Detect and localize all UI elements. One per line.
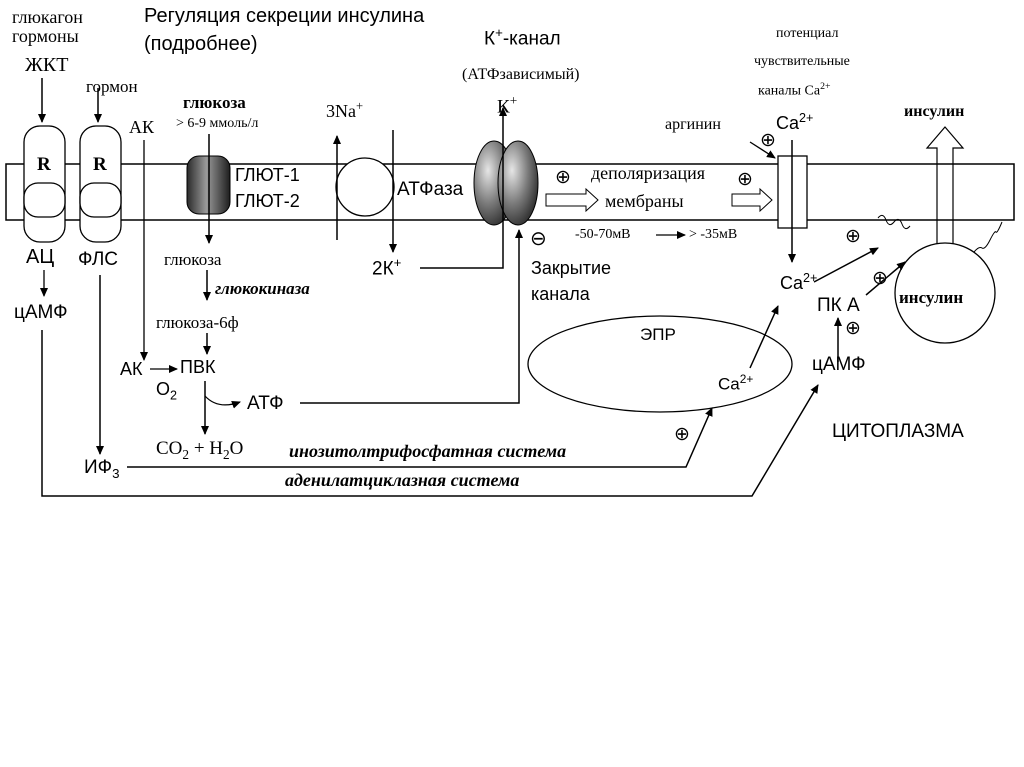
label-glucose-concentration: > 6-9 ммоль/л bbox=[176, 116, 259, 131]
arrow-k-efflux bbox=[420, 107, 507, 269]
plus-sign-arginine: ⊕ bbox=[760, 130, 776, 151]
label-glucagon: глюкагон bbox=[12, 7, 83, 27]
label-depolarization-line1: деполяризация bbox=[591, 163, 706, 183]
label-er: ЭПР bbox=[640, 325, 676, 344]
receptor-r1-inner bbox=[23, 182, 66, 218]
plus-sign-ca-vesicle: ⊕ bbox=[845, 226, 861, 247]
label-closing-line1: Закрытие bbox=[531, 258, 612, 278]
label-insulin-secreted: инсулин bbox=[904, 103, 965, 120]
label-pvk: ПВК bbox=[180, 357, 216, 377]
label-k-channel: К+-канал bbox=[484, 25, 561, 50]
arrow-pka-to-vesicle bbox=[865, 261, 906, 296]
label-glut1: ГЛЮТ-1 bbox=[235, 165, 300, 185]
fusion-wave-right bbox=[973, 221, 1003, 253]
receptor-r1-label: R bbox=[37, 154, 51, 175]
label-inositol-system: инозитолтрифосфатная система bbox=[289, 441, 567, 461]
label-atp-dependent: (АТФзависимый) bbox=[462, 66, 580, 83]
label-g6p: глюкоза-6ф bbox=[156, 313, 239, 332]
arrow-atp-to-kchannel bbox=[300, 229, 523, 404]
label-adenylate-system: аденилатциклазная система bbox=[285, 470, 520, 490]
plus-sign-pka-vesicle: ⊕ bbox=[872, 268, 888, 289]
label-ak-pvk: АК bbox=[120, 359, 143, 379]
atpase-pump bbox=[335, 157, 395, 217]
label-ca-channel-line1: потенциал bbox=[776, 26, 839, 41]
label-glucose-in: глюкоза bbox=[164, 250, 222, 269]
arrow-ip3-system bbox=[127, 407, 713, 468]
label-k-top: К+ bbox=[497, 93, 518, 118]
label-cytoplasm: ЦИТОПЛАЗМА bbox=[832, 421, 964, 442]
label-er-ca: Ca2+ bbox=[718, 372, 754, 394]
label-ca-channel-line3: каналы Ca2+ bbox=[758, 81, 831, 99]
label-camp-left: цАМФ bbox=[14, 302, 68, 323]
arrow-ca-to-vesicle bbox=[813, 247, 879, 283]
label-depolarization-line2: мембраны bbox=[605, 191, 684, 211]
label-camp-right: цАМФ bbox=[812, 354, 866, 375]
label-ca-in: Ca2+ bbox=[780, 271, 818, 293]
label-if3: ИФ3 bbox=[84, 457, 120, 481]
arrow-arginine bbox=[749, 141, 776, 159]
label-hormone: гормон bbox=[86, 77, 138, 96]
receptor-r2-inner bbox=[79, 182, 122, 218]
label-ca-top: Ca2+ bbox=[776, 111, 814, 133]
label-fls: ФЛС bbox=[78, 249, 119, 270]
label-glucose-bold: глюкоза bbox=[183, 93, 246, 112]
plus-sign-camp-pka: ⊕ bbox=[845, 318, 861, 339]
label-voltage-depol: > -35мВ bbox=[689, 227, 738, 242]
label-ak-top: АК bbox=[129, 117, 155, 137]
page-title-line2: (подробнее) bbox=[144, 33, 258, 55]
plus-sign-depolarization-left: ⊕ bbox=[555, 167, 571, 188]
label-glucokinase: глюкокиназа bbox=[215, 279, 310, 298]
fusion-wave-left bbox=[877, 214, 911, 230]
label-pka: ПК А bbox=[817, 295, 860, 316]
label-voltage-rest: -50-70мВ bbox=[575, 227, 631, 242]
receptor-r2-label: R bbox=[93, 154, 107, 175]
label-o2: O2 bbox=[156, 379, 178, 403]
plus-sign-ip3: ⊕ bbox=[674, 424, 690, 445]
label-glut2: ГЛЮТ-2 bbox=[235, 191, 300, 211]
exocytosis-arrow bbox=[925, 126, 965, 244]
page-title-line1: Регуляция секреции инсулина bbox=[144, 5, 425, 27]
label-atpase: АТФаза bbox=[397, 179, 464, 200]
minus-sign-k-channel: ⊖ bbox=[530, 228, 547, 250]
label-co2-h2o: CO2 + H2O bbox=[156, 438, 244, 462]
label-hormones: гормоны bbox=[12, 26, 79, 46]
label-arginine: аргинин bbox=[665, 116, 721, 133]
label-2k: 2К+ bbox=[372, 255, 402, 280]
er-ellipse bbox=[527, 315, 793, 413]
depolarization-arrow-left bbox=[545, 187, 599, 213]
label-atp: АТФ bbox=[247, 393, 284, 414]
label-ca-channel-line2: чувствительные bbox=[754, 54, 850, 69]
label-3na: 3Na+ bbox=[326, 99, 364, 121]
insulin-vesicle bbox=[894, 242, 996, 344]
label-ac: АЦ bbox=[26, 246, 55, 268]
label-gkt: ЖКТ bbox=[25, 54, 69, 76]
label-insulin-vesicle: инсулин bbox=[899, 288, 964, 307]
arrow-atp-curve bbox=[204, 395, 241, 409]
arrow-ac-system bbox=[41, 330, 819, 497]
arrow-er-ca-release bbox=[749, 305, 779, 369]
k-channel-right bbox=[497, 140, 539, 226]
label-closing-line2: канала bbox=[531, 284, 590, 304]
plus-sign-depolarization-right: ⊕ bbox=[737, 169, 753, 190]
depolarization-arrow-right bbox=[731, 187, 773, 213]
